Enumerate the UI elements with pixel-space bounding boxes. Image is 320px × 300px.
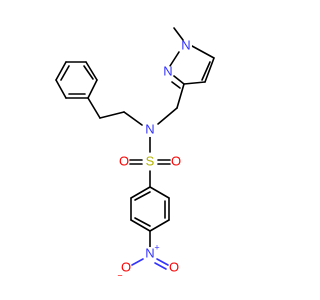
nitro-o-right-label: O [169,259,179,274]
bond-c5-c4 [204,57,215,83]
n1-label-bg [180,40,192,52]
molecule-structure-canvas: N N N S O O N + O − O [55,27,215,280]
bond-n1-c5 [191,45,215,59]
bond-ph-2-double [83,65,94,80]
sulfonamide-n-label: N [145,121,154,136]
bond-nitro-o-left [131,258,144,266]
bond-nitro-o-right-b [154,262,167,270]
sulfonamide-n-label-bg [143,123,157,137]
nitro-o-left-label: O [121,259,131,274]
bond-ch2a-ch2b [99,111,125,119]
molecule-svg: N N N S O O N + O − O [55,27,215,280]
bond-nitro-o-right-a [156,258,169,266]
n2-label-bg [162,66,174,78]
pyrazole-n2-label: N [163,63,172,78]
bond-ar-6 [130,186,151,199]
nitro-n-label-bg [143,247,157,261]
nitro-n-label: N [145,245,154,260]
bond-n2-n1 [169,51,180,67]
s-label-bg [143,155,157,169]
bond-ar-3 [149,219,170,232]
nitro-o-left-charge: − [117,270,122,280]
bond-c5-c4-double [201,61,211,81]
bond-ph-2 [85,61,98,81]
bond-ar-4 [130,219,151,232]
sulfonyl-o-right-label: O [171,153,181,168]
bond-c3-ch2 [176,83,185,109]
bond-ar-1 [149,186,170,199]
bond-ph-4 [55,61,67,81]
pyrazole-n1-label: N [181,37,190,52]
bond-ph-5 [55,79,67,99]
sulfonyl-s-label: S [146,153,155,168]
sulfonyl-o-left-label: O [119,153,129,168]
bond-c3-n2 [173,75,185,85]
bond-n-ch2a [123,111,143,126]
bond-c3-n2-double [171,81,181,89]
bond-ph-4-double [60,65,70,81]
nitro-n-charge: + [154,242,159,252]
bond-ch2-n [157,107,178,125]
bond-ph-1 [87,79,98,99]
bond-ar-4-double [134,217,151,227]
bond-c4-c3 [183,81,206,85]
bond-ch2b-phenyl [87,97,101,119]
bond-ar-6-double [134,191,151,201]
bond-methyl-n1 [173,27,184,41]
